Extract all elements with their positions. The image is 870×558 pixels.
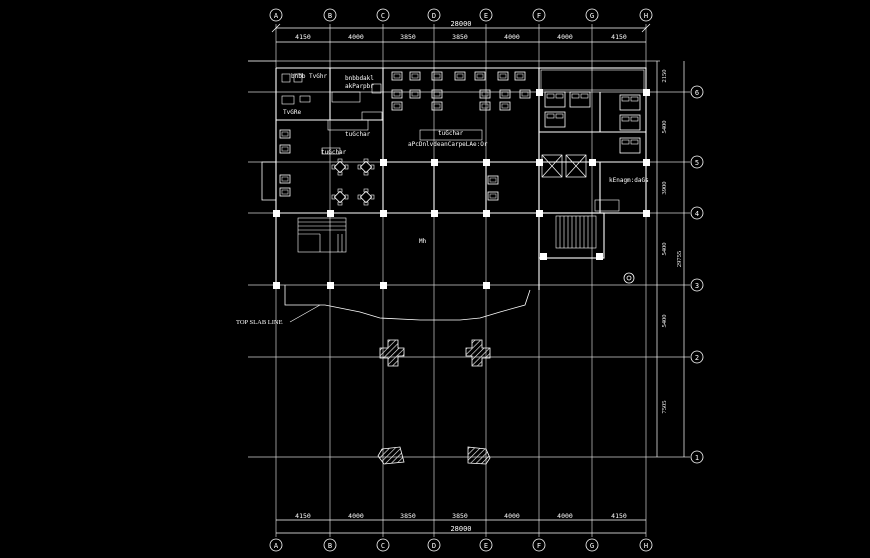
dim-bottom-2: 4000 (348, 512, 364, 520)
dim-top-6: 4000 (557, 33, 573, 41)
dim-bottom-7: 4150 (611, 512, 627, 520)
label-small-room: TvGRe (283, 109, 301, 116)
grid-col-g-bottom: G (590, 542, 594, 550)
grid-row-3: 3 (695, 282, 699, 290)
dim-top-3: 3850 (400, 33, 416, 41)
bottom-dimensions (276, 519, 646, 534)
grid-col-e-top: E (484, 12, 488, 20)
dim-bottom-6: 4000 (557, 512, 573, 520)
dim-bottom-5: 4000 (504, 512, 520, 520)
top-dimensions (271, 23, 651, 43)
label-lift-lobby: kEnagm:daGs (609, 177, 649, 184)
grid-col-c-top: C (381, 12, 385, 20)
label-room-b: tuGchar (438, 130, 464, 137)
column-bubbles-bottom (269, 538, 653, 552)
dim-right-6: 7505 (661, 401, 668, 414)
dim-right-3: 3900 (661, 182, 668, 195)
dim-bottom-3: 3850 (400, 512, 416, 520)
dim-bottom-1: 4150 (295, 512, 311, 520)
grid-row-2: 2 (695, 354, 699, 362)
grid-col-b-bottom: B (328, 542, 332, 550)
dim-top-7: 4150 (611, 33, 627, 41)
column-bubbles-top (269, 8, 653, 22)
dim-right-4: 5400 (661, 243, 668, 256)
structural-columns (273, 89, 650, 289)
grid-row-5: 5 (695, 159, 699, 167)
right-dimensions (656, 61, 685, 457)
building-walls (248, 60, 647, 321)
dim-right-1: 2150 (661, 70, 668, 83)
dim-top-1: 4150 (295, 33, 311, 41)
lift-shafts (541, 154, 587, 178)
grid-row-6: 6 (695, 89, 699, 97)
dim-right-total: 29755 (676, 251, 683, 267)
dim-right-2: 5400 (661, 121, 668, 134)
dim-top-4: 3850 (452, 33, 468, 41)
slab-leader-line (289, 304, 321, 323)
dim-total-bottom: 28000 (450, 525, 471, 533)
label-dining: aPcDnlvdeanCarpeLAe:Or (408, 141, 488, 148)
label-kitchen-1: bnbb TvGhr (291, 73, 328, 80)
dim-top-2: 4000 (348, 33, 364, 41)
label-room-c: tuGchar (321, 149, 347, 156)
label-top-slab-line: TOP SLAB LINE (236, 319, 283, 326)
kitchen-fixtures (281, 73, 620, 212)
grid-col-d-top: D (432, 12, 436, 20)
beds (544, 91, 641, 154)
grid-col-c-bottom: C (381, 542, 385, 550)
label-room-a: tuGchar (345, 131, 371, 138)
grid-col-h-bottom: H (644, 542, 648, 550)
stair-left (297, 217, 347, 253)
grid-col-f-top: F (537, 12, 541, 20)
grid-col-a-bottom: A (274, 542, 279, 550)
stair-right (555, 215, 597, 249)
hatched-columns (377, 339, 491, 465)
row-bubbles (690, 85, 704, 464)
north-marker (623, 272, 635, 284)
dim-right-5: 5400 (661, 315, 668, 328)
label-hall: Mh (419, 238, 427, 245)
grid-col-e-bottom: E (484, 542, 488, 550)
grid-col-h-top: H (644, 12, 648, 20)
label-kitchen-2: bnbbdakl (345, 75, 374, 82)
grid-col-f-bottom: F (537, 542, 541, 550)
grid-col-b-top: B (328, 12, 332, 20)
dim-total-top: 28000 (450, 20, 471, 28)
grid-row-4: 4 (695, 210, 699, 218)
dim-top-5: 4000 (504, 33, 520, 41)
grid-col-d-bottom: D (432, 542, 436, 550)
dim-bottom-4: 3850 (452, 512, 468, 520)
grid-col-a-top: A (274, 12, 279, 20)
grid-col-g-top: G (590, 12, 594, 20)
grid-row-1: 1 (695, 454, 699, 462)
label-kitchen-3: akParpbr (345, 83, 374, 90)
